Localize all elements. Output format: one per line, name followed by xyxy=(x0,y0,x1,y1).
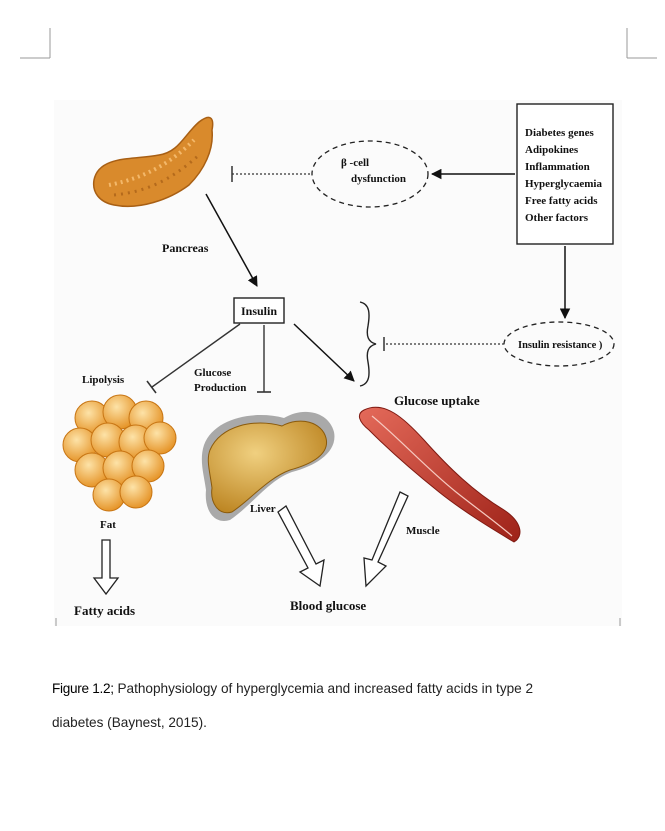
inhibition-glucose-production xyxy=(257,325,271,393)
insulin-resistance-label: Insulin resistance ) xyxy=(518,340,603,351)
inhibition-beta-to-pancreas xyxy=(231,166,310,182)
liver-illustration xyxy=(201,411,335,521)
arrow-fat-to-fatty-acids xyxy=(92,539,120,596)
insulin-box: Insulin xyxy=(233,297,285,324)
glucose-production-line1: Glucose xyxy=(194,367,231,379)
crop-mark-top-left xyxy=(20,28,51,59)
caption-label: Figure 1.2; xyxy=(52,681,114,696)
muscle-illustration xyxy=(358,406,521,543)
crop-mark-top-right xyxy=(626,28,657,59)
fat-cell-cluster xyxy=(62,394,177,512)
pancreas-illustration xyxy=(92,116,214,208)
blood-glucose-label: Blood glucose xyxy=(290,598,366,613)
arrow-insulin-to-uptake xyxy=(293,323,355,382)
glucose-production-line2: Production xyxy=(194,382,246,394)
fatty-acids-label: Fatty acids xyxy=(74,603,135,618)
factors-box: Diabetes genes Adipokines Inflammation H… xyxy=(516,103,614,245)
factor-diabetes-genes: Diabetes genes xyxy=(525,127,594,139)
factor-free-fatty-acids: Free fatty acids xyxy=(525,195,598,207)
lipolysis-label: Lipolysis xyxy=(82,374,125,386)
inhibition-resistance-to-uptake xyxy=(383,337,504,351)
beta-cell-line1: β -cell xyxy=(341,157,369,169)
factor-inflammation: Inflammation xyxy=(525,161,590,173)
insulin-label: Insulin xyxy=(241,304,277,318)
fat-label: Fat xyxy=(100,519,116,531)
factor-adipokines: Adipokines xyxy=(525,144,579,156)
beta-cell-dysfunction: β -cell dysfunction xyxy=(311,140,429,208)
pathophysiology-figure: Diabetes genes Adipokines Inflammation H… xyxy=(54,100,622,626)
arrow-muscle-to-blood-glucose xyxy=(363,491,409,588)
beta-cell-line2: dysfunction xyxy=(351,173,406,185)
factor-hyperglycaemia: Hyperglycaemia xyxy=(525,178,602,190)
figure-caption-line2: diabetes (Baynest, 2015). xyxy=(52,715,207,730)
arrow-liver-to-blood-glucose xyxy=(277,505,325,588)
inhibition-lipolysis xyxy=(146,323,241,394)
glucose-uptake-label: Glucose uptake xyxy=(394,393,480,408)
liver-label: Liver xyxy=(250,503,276,515)
muscle-label: Muscle xyxy=(406,525,440,537)
brace xyxy=(359,301,377,387)
arrow-pancreas-to-insulin xyxy=(205,193,258,287)
pancreas-label: Pancreas xyxy=(162,241,209,255)
factor-other: Other factors xyxy=(525,212,589,224)
caption-text: Pathophysiology of hyperglycemia and inc… xyxy=(113,681,534,696)
figure-caption: Figure 1.2; Pathophysiology of hyperglyc… xyxy=(52,681,612,696)
